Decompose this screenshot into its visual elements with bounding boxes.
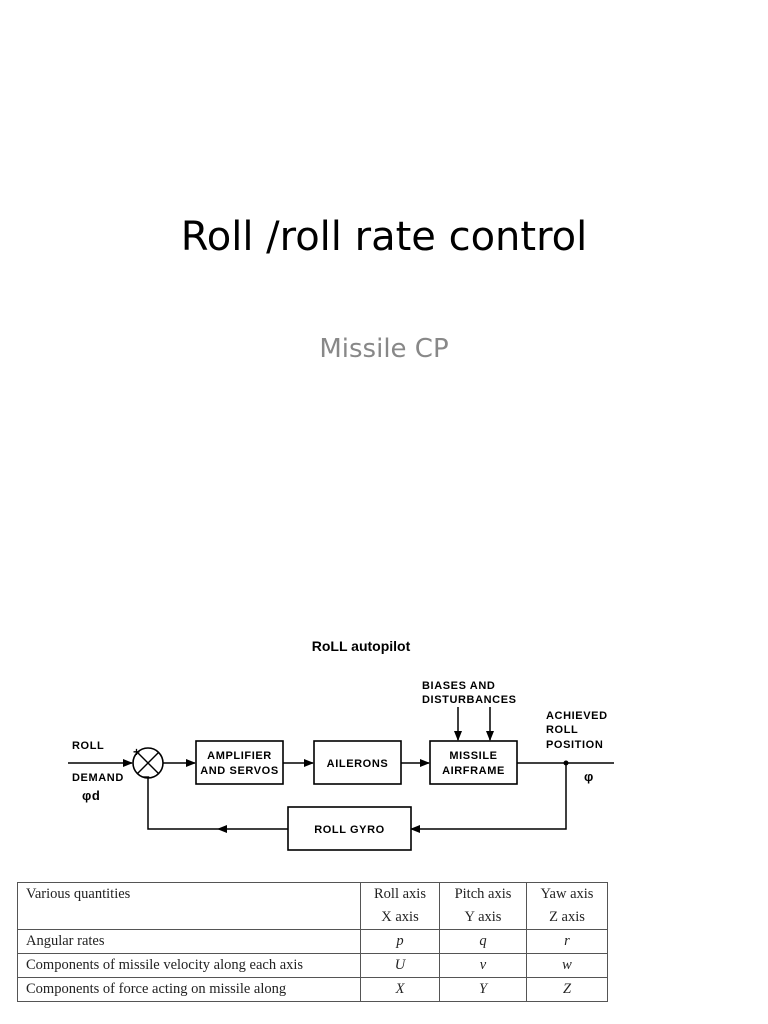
header-quantities: Various quantities xyxy=(17,882,361,906)
subheader-z-axis: Z axis xyxy=(526,906,608,930)
row-value: q xyxy=(439,929,527,954)
slide-subtitle: Missile CP xyxy=(319,334,449,364)
slide-title: Roll /roll rate control xyxy=(180,214,588,260)
header-pitch-axis: Pitch axis xyxy=(439,882,527,906)
table-row: Components of missile velocity along eac… xyxy=(17,953,608,978)
quantities-table: Various quantities Roll axis Pitch axis … xyxy=(17,882,608,1002)
biases-label-line1: BIASES AND xyxy=(422,680,495,692)
feedback-line-right xyxy=(490,763,567,830)
airframe-label-line1: MISSILE xyxy=(449,750,497,762)
row-label: Components of missile velocity along eac… xyxy=(17,953,361,978)
amplifier-servos-block xyxy=(195,740,284,785)
table-row: Angular rates p q r xyxy=(17,929,608,954)
input-label-roll: ROLL xyxy=(72,740,104,752)
subheader-empty xyxy=(17,906,361,930)
row-value: X xyxy=(360,977,440,1002)
amplifier-label-line1: AMPLIFIER xyxy=(207,750,272,762)
table-header-row: Various quantities Roll axis Pitch axis … xyxy=(17,882,608,906)
header-yaw-axis: Yaw axis xyxy=(526,882,608,906)
biases-label-line2: DISTURBANCES xyxy=(422,694,517,706)
ailerons-label: AILERONS xyxy=(327,758,389,770)
subheader-x-axis: X axis xyxy=(360,906,440,930)
row-label: Components of force acting on missile al… xyxy=(17,977,361,1002)
subheader-y-axis: Y axis xyxy=(439,906,527,930)
row-value: Y xyxy=(439,977,527,1002)
minus-sign: – xyxy=(143,769,150,783)
plus-sign: + xyxy=(133,745,141,759)
output-label-line3: POSITION xyxy=(546,739,603,751)
row-value: r xyxy=(526,929,608,954)
missile-airframe-block xyxy=(429,740,518,785)
row-value: w xyxy=(526,953,608,978)
roll-autopilot-block-diagram: ROLL DEMAND φd + – AMPLIFIER AND SERVOS … xyxy=(68,680,614,851)
table-row: Components of force acting on missile al… xyxy=(17,977,608,1002)
output-label-line2: ROLL xyxy=(546,724,578,736)
airframe-label-line2: AIRFRAME xyxy=(442,765,505,777)
row-value: v xyxy=(439,953,527,978)
table-subheader-row: X axis Y axis Z axis xyxy=(17,906,608,930)
feedback-line-left xyxy=(147,778,218,830)
input-label-demand: DEMAND xyxy=(72,772,124,784)
amplifier-label-line2: AND SERVOS xyxy=(200,765,279,777)
output-symbol: φ xyxy=(584,769,594,784)
header-roll-axis: Roll axis xyxy=(360,882,440,906)
row-value: p xyxy=(360,929,440,954)
row-value: U xyxy=(360,953,440,978)
diagram-caption: RoLL autopilot xyxy=(311,638,411,654)
row-value: Z xyxy=(526,977,608,1002)
output-label-line1: ACHIEVED xyxy=(546,710,608,722)
row-label: Angular rates xyxy=(17,929,361,954)
demand-symbol: φd xyxy=(82,788,100,803)
roll-gyro-label: ROLL GYRO xyxy=(314,824,385,836)
